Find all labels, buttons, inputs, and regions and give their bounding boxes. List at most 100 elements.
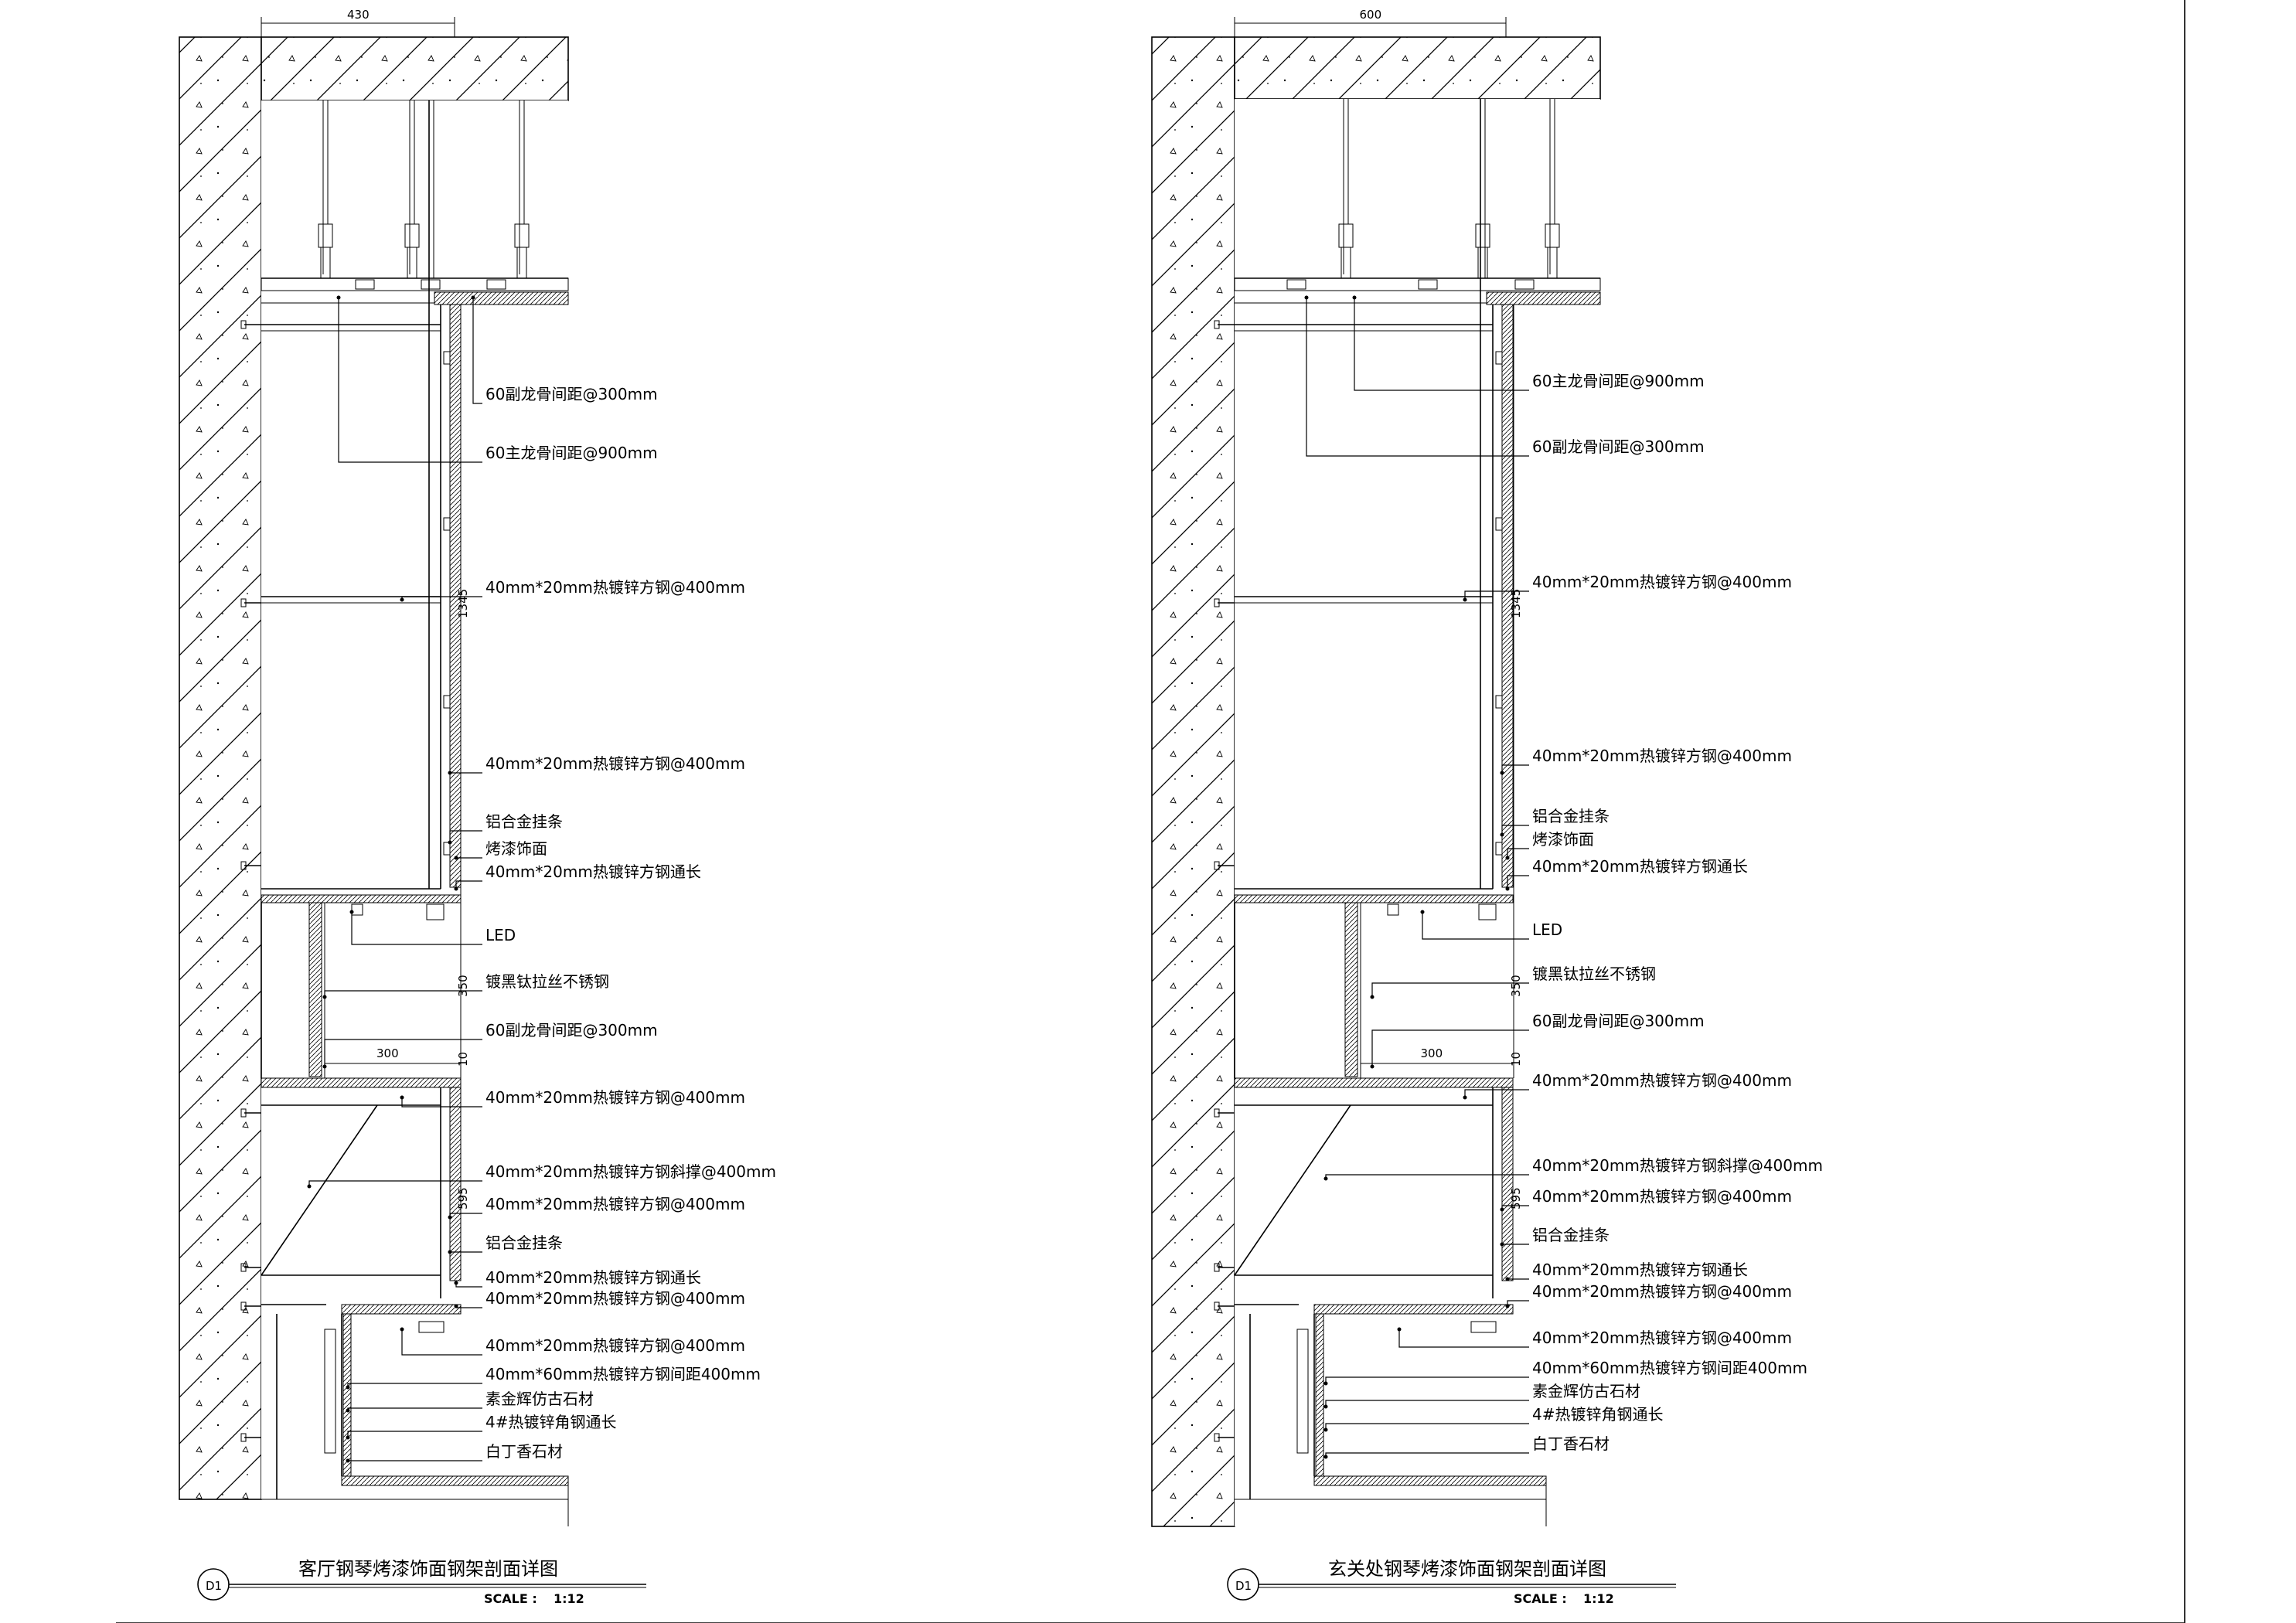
base-top xyxy=(341,1304,462,1315)
leader-line xyxy=(351,912,482,945)
vertical-dimension-text: 1345 xyxy=(1509,589,1523,618)
callout-label: 40mm*20mm热镀锌方钢@400mm xyxy=(1532,1329,1792,1347)
callout-label: 素金辉仿古石材 xyxy=(485,1390,594,1408)
leader-dot xyxy=(448,1215,452,1220)
callout-label: 4#热镀锌角钢通长 xyxy=(485,1413,616,1431)
vertical-dimension-text: 350 xyxy=(456,975,470,997)
leader-dot xyxy=(1304,295,1309,300)
top-dimension-text: 600 xyxy=(1360,8,1382,22)
leader-line xyxy=(1501,825,1529,835)
callout-label: 铝合金挂条 xyxy=(1532,1226,1610,1244)
callout-label: 40mm*20mm热镀锌方钢通长 xyxy=(485,1268,701,1287)
anchor-bolt-head xyxy=(1214,1433,1220,1442)
callout-label: 40mm*20mm热镀锌方钢斜撑@400mm xyxy=(485,1162,776,1181)
keel-section xyxy=(355,279,375,290)
callout-label: 40mm*20mm热镀锌方钢@400mm xyxy=(1532,1187,1792,1206)
leader-dot xyxy=(1500,1207,1504,1212)
leader-line xyxy=(347,1431,482,1438)
keel-section xyxy=(1514,279,1535,290)
angle-steel xyxy=(1470,1321,1497,1333)
leader-dot xyxy=(346,1385,350,1390)
leader-dot xyxy=(454,886,458,891)
callout-label: 40mm*20mm热镀锌方钢@400mm xyxy=(1532,573,1792,591)
leader-dot xyxy=(322,995,327,999)
leader-line xyxy=(1325,1400,1529,1407)
leader-dot xyxy=(346,1435,350,1440)
leader-dot xyxy=(400,1095,404,1100)
secondary-keel xyxy=(1234,277,1601,291)
leader-dot xyxy=(1323,1427,1328,1432)
led-fixture xyxy=(426,903,445,920)
leader-line xyxy=(401,1329,482,1356)
leader-dot xyxy=(1352,295,1357,300)
callout-label: 40mm*20mm热镀锌方钢@400mm xyxy=(1532,1071,1792,1090)
leader-line xyxy=(1501,764,1529,773)
ceiling-board xyxy=(1486,291,1601,305)
vertical-dimension-text: 595 xyxy=(456,1187,470,1210)
callout-label: 白丁香石材 xyxy=(485,1442,563,1461)
wall-hatch xyxy=(1151,36,1235,1527)
callout-label: 40mm*20mm热镀锌方钢@400mm xyxy=(485,754,745,773)
anchor-bolt-head xyxy=(240,1301,247,1311)
callout-label: 40mm*20mm热镀锌方钢@400mm xyxy=(1532,747,1792,765)
leader-dot xyxy=(1505,856,1510,860)
section-title: 玄关处钢琴烤漆饰面钢架剖面详图 xyxy=(1328,1558,1606,1580)
cavity xyxy=(261,100,568,1499)
leader-line xyxy=(338,298,482,463)
lacquer-panel-lower xyxy=(449,1087,462,1281)
leader-line xyxy=(455,880,482,889)
leader-line xyxy=(1371,982,1529,997)
leader-dot xyxy=(1463,1095,1467,1100)
leader-dot xyxy=(454,1304,458,1308)
lower-top-board xyxy=(1234,1077,1514,1088)
anchor-bolt-head xyxy=(1214,320,1220,329)
leader-dot xyxy=(1500,1242,1504,1247)
anchor-bolt-head xyxy=(1214,1301,1220,1311)
lacquer-panel-lower xyxy=(1501,1087,1514,1281)
leader-dot xyxy=(346,1458,350,1463)
leader-dot xyxy=(1323,1381,1328,1386)
callout-label: LED xyxy=(485,926,516,944)
leader-line xyxy=(1306,298,1529,457)
leader-line xyxy=(1398,1329,1529,1348)
aluminum-clip xyxy=(1495,695,1503,709)
leader-dot xyxy=(1505,886,1510,891)
leader-dot xyxy=(1500,832,1504,837)
stone-cladding xyxy=(342,1313,352,1477)
shelf-board xyxy=(1234,894,1514,903)
base-top xyxy=(1313,1304,1514,1315)
led-fixture xyxy=(1478,903,1497,920)
vertical-dimension-text: 595 xyxy=(1509,1187,1523,1210)
callout-label: 60副龙骨间距@300mm xyxy=(485,385,658,403)
callout-label: 铝合金挂条 xyxy=(1532,807,1610,825)
anchor-bolt-head xyxy=(240,1108,247,1118)
anchor-bolt-head xyxy=(240,320,247,329)
callout-label: 40mm*20mm热镀锌方钢@400mm xyxy=(485,1195,745,1213)
leader-dot xyxy=(400,1327,404,1332)
anchor-bolt-head xyxy=(240,861,247,870)
leader-dot xyxy=(1370,1064,1375,1069)
leader-dot xyxy=(322,1064,327,1069)
anchor-bolt-head xyxy=(240,598,247,607)
leader-dot xyxy=(336,295,341,300)
callout-label: 铝合金挂条 xyxy=(485,1233,563,1252)
lower-top-board xyxy=(261,1077,462,1088)
callout-label: 铝合金挂条 xyxy=(485,812,563,831)
wall-hatch xyxy=(179,36,262,1500)
aluminum-clip xyxy=(443,842,451,856)
leader-line xyxy=(1371,1029,1529,1067)
callout-label: 60主龙骨间距@900mm xyxy=(485,444,658,462)
leader-dot xyxy=(400,597,404,602)
vertical-dimension-text: 350 xyxy=(1509,975,1523,997)
anchor-bolt-head xyxy=(1214,861,1220,870)
callout-label: 40mm*20mm热镀锌方钢@400mm xyxy=(485,1088,745,1107)
callout-label: 4#热镀锌角钢通长 xyxy=(1532,1405,1663,1424)
anchor-bolt-head xyxy=(1214,598,1220,607)
scale-value: 1:12 xyxy=(1583,1591,1614,1606)
callout-label: 60副龙骨间距@300mm xyxy=(1532,437,1705,456)
leader-dot xyxy=(1505,1304,1510,1308)
leader-dot xyxy=(454,1281,458,1285)
aluminum-clip xyxy=(443,695,451,709)
anchor-bolt-head xyxy=(240,1263,247,1272)
